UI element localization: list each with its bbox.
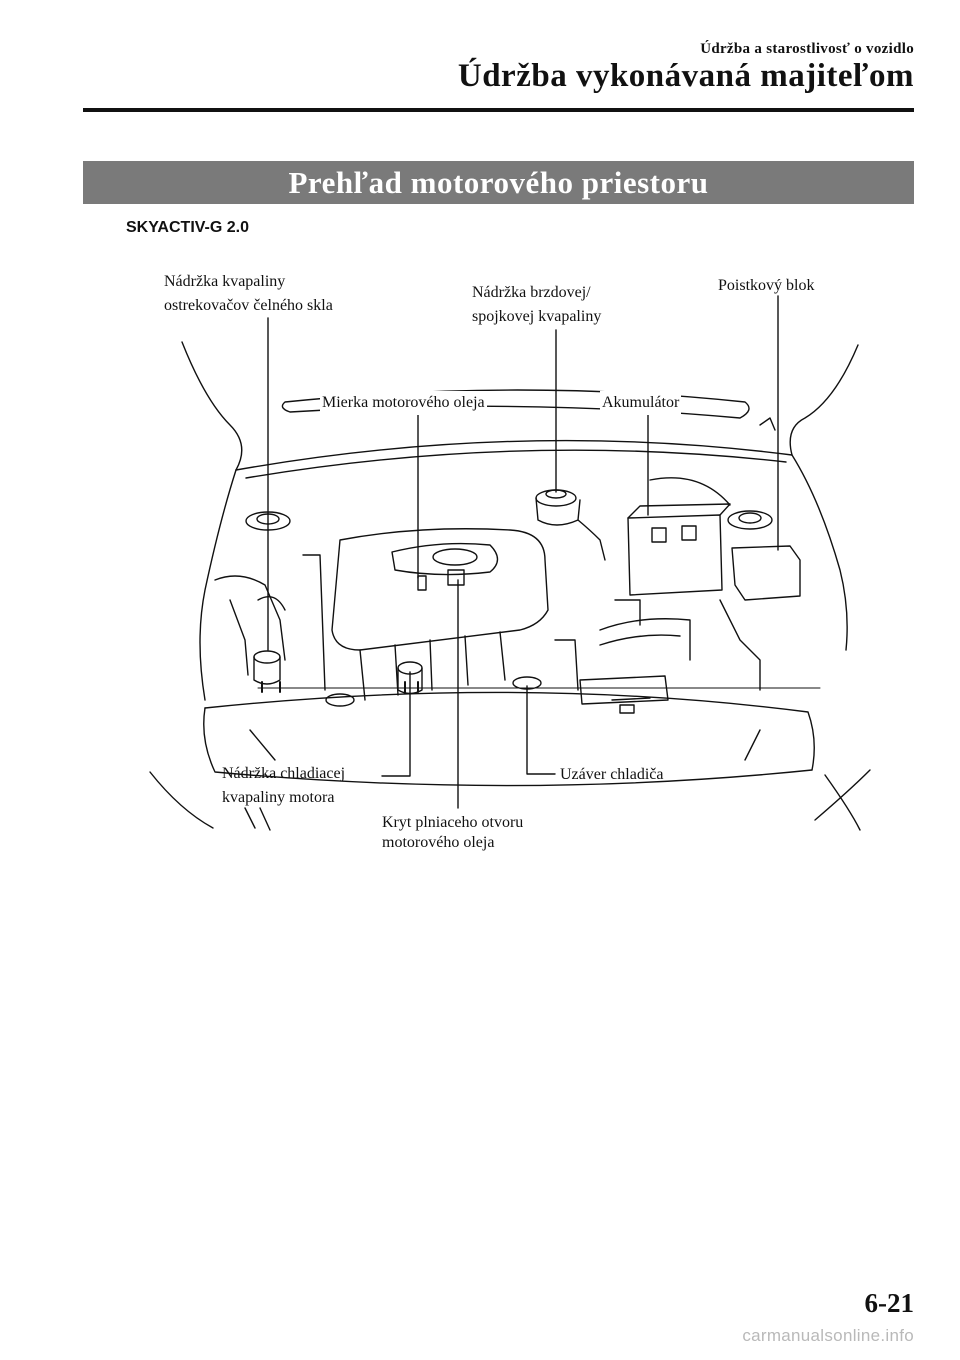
section-title: Údržba a starostlivosť o vozidlo <box>700 41 914 57</box>
label-radiator-cap: Uzáver chladiča <box>560 766 664 783</box>
engine-bay-diagram: Nádržka kvapaliny ostrekovačov čelného s… <box>0 250 960 870</box>
chapter-title: Údržba vykonávaná majiteľom <box>457 58 914 94</box>
watermark: carmanualsonline.info <box>742 1326 914 1345</box>
label-coolant-reservoir-line2: kvapaliny motora <box>222 789 335 806</box>
label-oil-filler-cap-line1: Kryt plniaceho otvoru <box>382 814 524 831</box>
label-battery: Akumulátor <box>600 391 682 415</box>
engine-bay-drawing <box>149 295 871 831</box>
page-banner: Prehľad motorového priestoru <box>83 161 914 204</box>
label-dipstick: Mierka motorového oleja <box>320 391 487 415</box>
label-brake-reservoir-line1: Nádržka brzdovej/ <box>472 284 591 301</box>
label-brake-reservoir: Nádržka brzdovej/ spojkovej kvapaliny <box>472 281 601 329</box>
label-coolant-reservoir: Nádržka chladiacej kvapaliny motora <box>222 762 345 810</box>
engine-variant: SKYACTIV-G 2.0 <box>126 219 250 236</box>
label-washer-tank-line2: ostrekovačov čelného skla <box>164 297 333 314</box>
label-washer-tank-line1: Nádržka kvapaliny <box>164 273 286 290</box>
banner-title: Prehľad motorového priestoru <box>288 164 709 200</box>
label-washer-tank: Nádržka kvapaliny ostrekovačov čelného s… <box>164 270 333 318</box>
label-brake-reservoir-line2: spojkovej kvapaliny <box>472 308 602 325</box>
label-coolant-reservoir-line1: Nádržka chladiacej <box>222 765 346 782</box>
label-oil-filler-cap: Kryt plniaceho otvoru motorového oleja <box>382 813 523 853</box>
header-rule <box>83 108 914 112</box>
label-oil-filler-cap-line2: motorového oleja <box>382 834 495 851</box>
page-number: 6-21 <box>864 1288 915 1318</box>
label-fuse-block: Poistkový blok <box>718 277 815 294</box>
